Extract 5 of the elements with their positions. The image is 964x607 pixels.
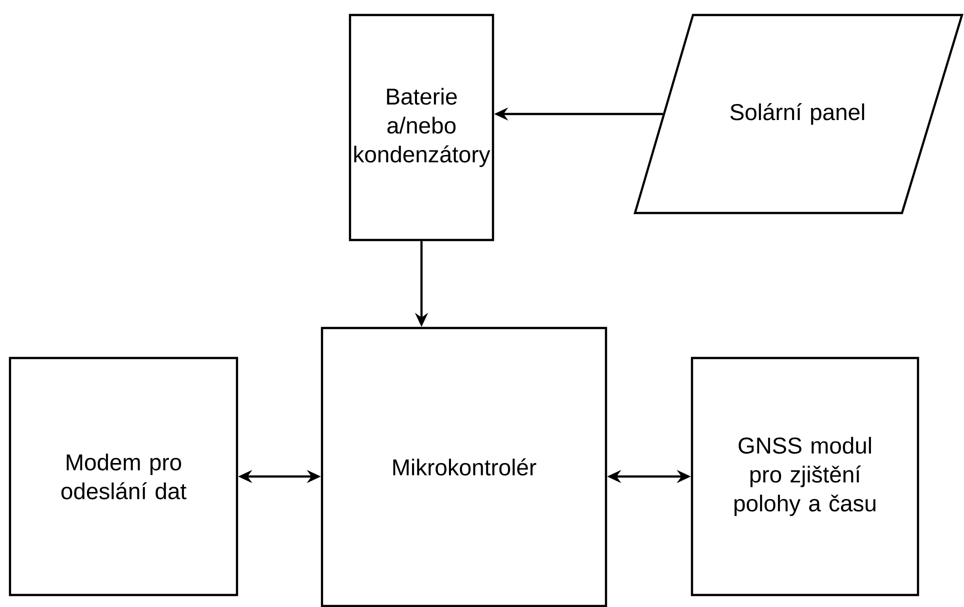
process-box: Modem pro odeslání dat: [8, 356, 238, 596]
input-parallelogram: Solární panel: [634, 14, 964, 214]
process-box: Mikrokontrolér: [320, 326, 608, 607]
process-box: GNSS modul pro zjištění polohy a času: [690, 356, 920, 596]
process-box: Baterie a/nebo kondenzátory: [348, 14, 494, 242]
